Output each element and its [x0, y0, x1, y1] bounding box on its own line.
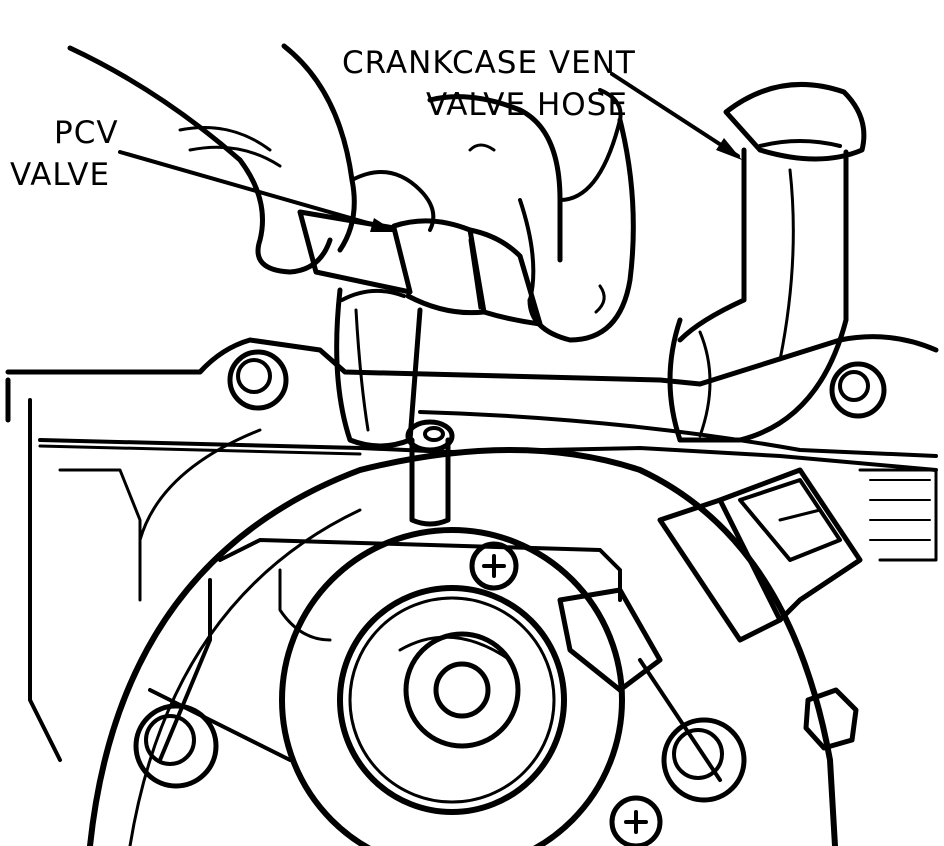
nut-right [803, 687, 859, 751]
screw-top [469, 541, 519, 591]
front-cover [87, 447, 838, 846]
crankcase-vent-label-line2: VALVE HOSE [426, 87, 628, 123]
pcv-leader-line [118, 150, 394, 232]
vent-hose-leader-line [610, 72, 740, 158]
valve-cover-edge [5, 334, 939, 762]
hand [67, 43, 636, 343]
crankcase-vent-label-line1: CRANKCASE VENT [342, 45, 636, 81]
lower-bolt-left [133, 703, 219, 789]
lower-bolt-right [661, 717, 747, 803]
cover-bolt-left [227, 349, 289, 411]
vent-tube [405, 419, 455, 527]
crank-pulley [279, 527, 625, 846]
pcv-arrowhead [370, 218, 396, 232]
leader-arrowheads [370, 138, 742, 232]
crankcase-vent-hose [667, 81, 867, 443]
leader-lines [118, 72, 740, 232]
vent-hose-arrowhead [716, 138, 742, 160]
sensor-connector [557, 467, 938, 782]
cover-bolt-right [829, 361, 887, 419]
pcv-valve-label-line1: PCV [54, 115, 119, 151]
pcv-valve-label: PCV VALVE [10, 112, 119, 196]
screw-bottom [609, 795, 663, 846]
pcv-hose [334, 287, 423, 449]
pcv-valve-label-line2: VALVE [10, 157, 111, 193]
crankcase-vent-valve-hose-label: CRANKCASE VENT VALVE HOSE [342, 42, 636, 126]
